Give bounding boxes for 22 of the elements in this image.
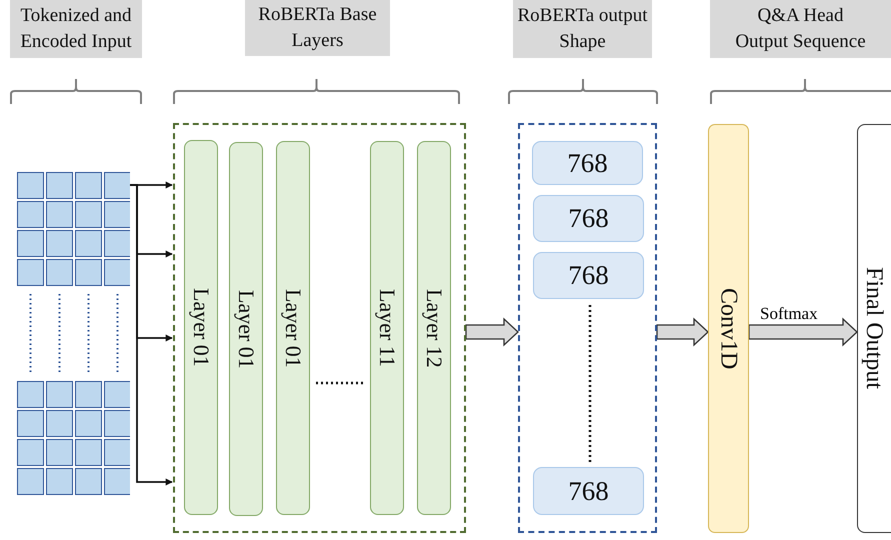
token-grid-drawing — [17, 172, 130, 495]
dashed-group-box — [518, 123, 657, 533]
block-arrow — [465, 318, 519, 346]
block-arrow — [656, 318, 709, 346]
header-label: Q&A Head Output Sequence — [710, 0, 891, 58]
vector-box: 768 — [533, 252, 644, 299]
vector-box: 768 — [533, 467, 644, 515]
layer-box: Layer 11 — [370, 141, 404, 515]
layer-box: Layer 01 — [276, 141, 310, 515]
output-box: Final Output — [857, 124, 891, 533]
header-label: RoBERTa Base Layers — [245, 0, 390, 56]
header-label: Tokenized and Encoded Input — [10, 0, 142, 58]
arrow — [130, 184, 173, 486]
block-arrow — [748, 318, 858, 346]
vector-box: 768 — [532, 141, 643, 185]
header-label: RoBERTa output Shape — [513, 0, 652, 58]
conv-box: Conv1D — [708, 124, 749, 533]
layer-box: Layer 01 — [229, 142, 263, 516]
dashed-group-box — [173, 123, 466, 533]
layer-box: Layer 01 — [184, 140, 218, 515]
layer-box: Layer 12 — [417, 141, 451, 515]
vector-box: 768 — [533, 195, 644, 242]
